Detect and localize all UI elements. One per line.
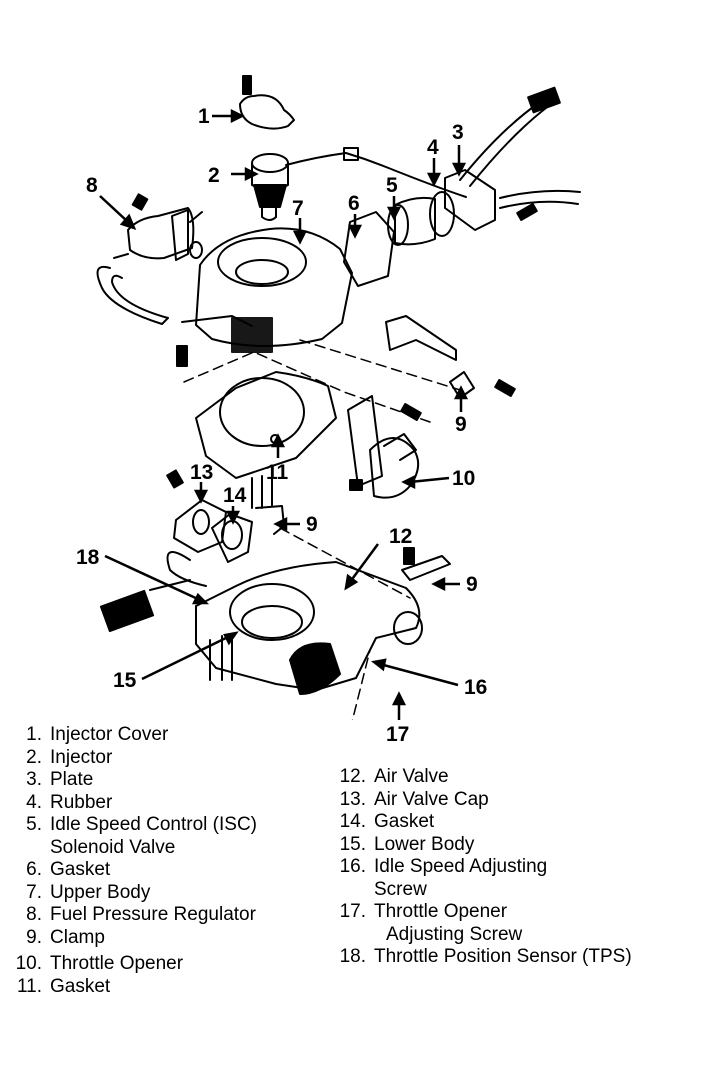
legend-number: 10. bbox=[15, 953, 42, 974]
callout-8: 8 bbox=[86, 174, 98, 197]
legend-text: Gasket bbox=[50, 859, 111, 880]
legend-text: Throttle Opener bbox=[50, 953, 184, 974]
upper-body-part bbox=[176, 227, 353, 367]
legend-number: 13. bbox=[339, 788, 366, 810]
isc-connector-part bbox=[459, 86, 561, 187]
legend-text: Throttle Opener bbox=[374, 901, 508, 922]
legend-text: Idle Speed Control (ISC) bbox=[50, 814, 257, 835]
callout-18: 18 bbox=[76, 546, 100, 569]
legend-number: 12. bbox=[339, 766, 366, 787]
bracket-and-clamp-part bbox=[385, 315, 516, 399]
legend-text: Clamp bbox=[50, 926, 105, 948]
legend-right-column: 12.Air Valve 13.Air Valve Cap 14.Gasket … bbox=[332, 766, 632, 969]
legend-item: 14. Gasket bbox=[332, 811, 632, 834]
legend-text: Air Valve bbox=[374, 766, 449, 787]
legend-item: 12. Air Valve bbox=[332, 766, 632, 789]
callout-12: 12 bbox=[389, 525, 413, 548]
legend-text: Plate bbox=[50, 769, 94, 790]
legend-text: Throttle Position Sensor (TPS) bbox=[374, 946, 632, 967]
callout-16: 16 bbox=[464, 676, 488, 699]
injector-cover-part bbox=[239, 75, 295, 130]
callout-1: 1 bbox=[198, 105, 210, 128]
legend-number: 9. bbox=[26, 926, 42, 948]
legend-number: 8. bbox=[26, 904, 42, 925]
legend-item: 8. Fuel Pressure Regulator bbox=[8, 904, 257, 927]
callout-9-upper: 9 bbox=[455, 413, 467, 436]
leader-arrows bbox=[99, 108, 469, 720]
legend-text: Solenoid Valve bbox=[50, 836, 176, 858]
legend-item: 10. Throttle Opener bbox=[8, 953, 257, 976]
legend-text: Gasket bbox=[374, 811, 435, 832]
callout-7: 7 bbox=[292, 197, 304, 220]
legend-text: Adjusting Screw bbox=[386, 923, 523, 945]
legend-item-continuation: Adjusting Screw bbox=[332, 924, 632, 947]
legend-text: Screw bbox=[374, 878, 427, 900]
legend-number: 4. bbox=[26, 791, 42, 813]
legend-number: 7. bbox=[26, 881, 42, 903]
fuel-pressure-regulator-part bbox=[96, 193, 203, 325]
legend-item: 13. Air Valve Cap bbox=[332, 789, 632, 812]
legend-text: Air Valve Cap bbox=[374, 788, 489, 810]
legend-number: 17. bbox=[339, 901, 366, 922]
legend-text: Rubber bbox=[50, 791, 113, 813]
legend-item: 3. Plate bbox=[8, 769, 257, 792]
callout-4: 4 bbox=[427, 136, 439, 159]
legend-item: 18. Throttle Position Sensor (TPS) bbox=[332, 946, 632, 969]
legend-number: 2. bbox=[26, 746, 42, 768]
callout-5: 5 bbox=[386, 174, 398, 197]
legend-item: 4. Rubber bbox=[8, 792, 257, 815]
legend-number: 18. bbox=[339, 946, 366, 967]
legend-item: 17. Throttle Opener bbox=[332, 901, 632, 924]
legend-item: 1. Injector Cover bbox=[8, 724, 257, 747]
legend-item: 16. Idle Speed Adjusting bbox=[332, 856, 632, 879]
assembly-lines bbox=[183, 339, 461, 720]
legend-left-column: 1. Injector Cover 2. Injector 3. Plate 4. Ru… bbox=[8, 724, 257, 998]
legend-text: Upper Body bbox=[50, 881, 151, 903]
legend-number: 5. bbox=[26, 814, 42, 835]
legend-text: Idle Speed Adjusting bbox=[374, 856, 548, 877]
legend-number: 1. bbox=[26, 724, 42, 745]
callout-9-right: 9 bbox=[466, 573, 478, 596]
legend-item: 2. Injector bbox=[8, 747, 257, 770]
legend-number: 3. bbox=[26, 769, 42, 790]
legend-item-continuation: Screw bbox=[332, 879, 632, 902]
injector-part bbox=[251, 147, 467, 221]
exploded-view-illustration bbox=[96, 75, 581, 720]
legend-item: 6. Gasket bbox=[8, 859, 257, 882]
legend-text: Injector bbox=[50, 746, 113, 768]
legend-item: 11. Gasket bbox=[8, 976, 257, 999]
legend-text: Fuel Pressure Regulator bbox=[50, 904, 256, 925]
callout-3: 3 bbox=[452, 121, 464, 144]
legend-number: 6. bbox=[26, 859, 42, 880]
callout-2: 2 bbox=[208, 164, 220, 187]
legend-item: 5. Idle Speed Control (ISC) bbox=[8, 814, 257, 837]
legend-text: Injector Cover bbox=[50, 724, 169, 745]
callout-11: 11 bbox=[266, 461, 289, 484]
legend-number: 16. bbox=[339, 856, 366, 877]
legend-item: 9. Clamp bbox=[8, 927, 257, 950]
throttle-position-sensor-part bbox=[99, 551, 207, 633]
legend-text: Gasket bbox=[50, 975, 111, 997]
callout-15: 15 bbox=[113, 669, 137, 692]
legend-item-continuation: Solenoid Valve bbox=[8, 837, 257, 860]
legend-item: 15. Lower Body bbox=[332, 834, 632, 857]
legend-item: 7. Upper Body bbox=[8, 882, 257, 905]
callout-17: 17 bbox=[386, 723, 410, 746]
legend-text: Lower Body bbox=[374, 833, 475, 855]
lower-body-part bbox=[195, 547, 451, 695]
legend-number: 15. bbox=[339, 833, 366, 855]
callout-14: 14 bbox=[223, 484, 247, 507]
callout-6: 6 bbox=[348, 192, 360, 215]
callout-9-middle: 9 bbox=[306, 513, 318, 536]
callout-10: 10 bbox=[452, 467, 476, 490]
callout-13: 13 bbox=[190, 461, 214, 484]
legend-number: 14. bbox=[339, 811, 366, 832]
legend-number: 11. bbox=[16, 975, 42, 997]
isc-valve-assembly bbox=[343, 169, 581, 287]
